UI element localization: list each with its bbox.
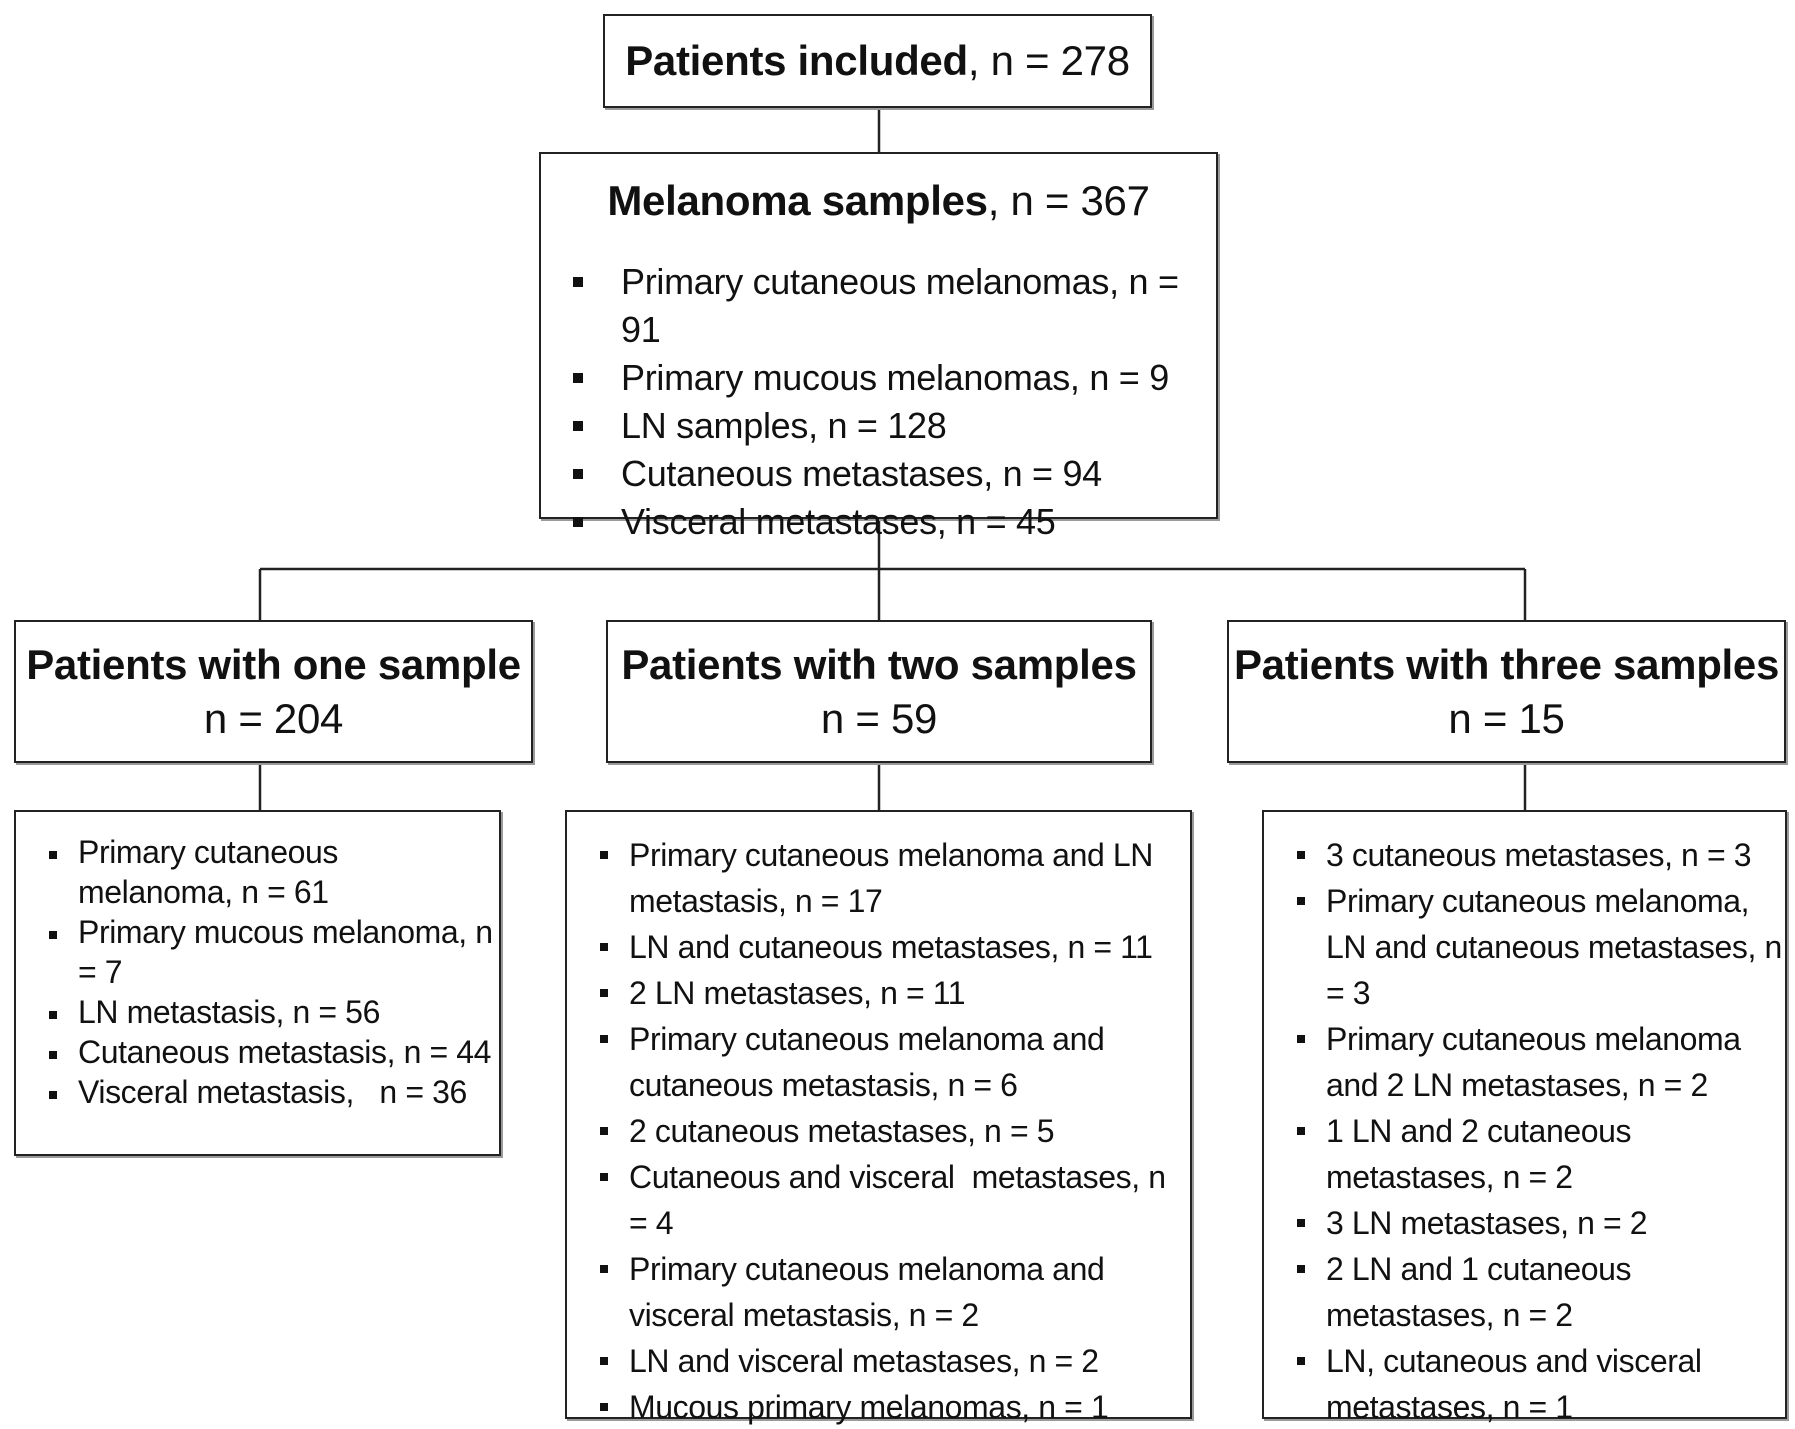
list-item: Primary cutaneous melanomas, n = 91: [569, 258, 1216, 354]
bullet-icon: [1297, 897, 1305, 905]
group-two-detail-list: Primary cutaneous melanoma and LN metast…: [595, 832, 1185, 1429]
group-one-detail-box: Primary cutaneous melanoma, n = 61 Prima…: [14, 810, 501, 1156]
group-three-title: Patients with three samples: [1233, 640, 1780, 688]
bullet-icon: [600, 1035, 608, 1043]
list-item: Visceral metastasis, n = 36: [44, 1072, 494, 1112]
bullet-icon: [49, 1011, 57, 1019]
group-one-title: Patients with one sample: [26, 640, 521, 688]
bullet-icon: [600, 1403, 608, 1411]
bullet-icon: [600, 851, 608, 859]
list-item: 2 cutaneous metastases, n = 5: [595, 1108, 1185, 1154]
melanoma-samples-header: Melanoma samples, n = 367: [541, 174, 1216, 228]
bullet-icon: [600, 989, 608, 997]
list-item: 3 LN metastases, n = 2: [1292, 1200, 1782, 1246]
bullet-icon: [49, 851, 57, 859]
melanoma-samples-count: , n = 367: [987, 177, 1150, 224]
list-item: Mucous primary melanomas, n = 1: [595, 1384, 1185, 1429]
list-item: Primary mucous melanoma, n = 7: [44, 912, 494, 992]
list-item: Primary mucous melanomas, n = 9: [569, 354, 1216, 402]
list-item: 1 LN and 2 cutaneous metastases, n = 2: [1292, 1108, 1782, 1200]
list-item: LN and visceral metastases, n = 2: [595, 1338, 1185, 1384]
patients-included-box: Patients included, n = 278: [603, 14, 1152, 108]
bullet-icon: [600, 1173, 608, 1181]
bullet-icon: [600, 1357, 608, 1365]
group-three-detail-list: 3 cutaneous metastases, n = 3 Primary cu…: [1292, 832, 1782, 1429]
bullet-icon: [573, 277, 583, 287]
group-one-sample-box: Patients with one sample n = 204: [14, 620, 533, 763]
list-item: Cutaneous metastases, n = 94: [569, 450, 1216, 498]
list-item: LN, cutaneous and visceral metastases, n…: [1292, 1338, 1782, 1429]
bullet-icon: [573, 469, 583, 479]
bullet-icon: [49, 1051, 57, 1059]
melanoma-samples-list: Primary cutaneous melanomas, n = 91 Prim…: [569, 258, 1216, 546]
bullet-icon: [1297, 1035, 1305, 1043]
group-two-detail-box: Primary cutaneous melanoma and LN metast…: [565, 810, 1192, 1425]
list-item: 2 LN metastases, n = 11: [595, 970, 1185, 1016]
group-three-detail-box: 3 cutaneous metastases, n = 3 Primary cu…: [1262, 810, 1787, 1425]
bullet-icon: [600, 943, 608, 951]
bullet-icon: [49, 1091, 57, 1099]
list-item: 2 LN and 1 cutaneous metastases, n = 2: [1292, 1246, 1782, 1338]
group-two-count: n = 59: [820, 694, 938, 742]
bullet-icon: [1297, 851, 1305, 859]
list-item: Primary cutaneous melanoma, n = 61: [44, 832, 494, 912]
bullet-icon: [573, 373, 583, 383]
patients-included-label: Patients included, n = 278: [625, 34, 1130, 88]
list-item: Primary cutaneous melanoma, LN and cutan…: [1292, 878, 1782, 1016]
list-item: Primary cutaneous melanoma and visceral …: [595, 1246, 1185, 1338]
bullet-icon: [1297, 1219, 1305, 1227]
list-item: LN samples, n = 128: [569, 402, 1216, 450]
group-three-samples-box: Patients with three samples n = 15: [1227, 620, 1786, 763]
bullet-icon: [49, 931, 57, 939]
bullet-icon: [600, 1265, 608, 1273]
list-item: Primary cutaneous melanoma and 2 LN meta…: [1292, 1016, 1782, 1108]
bullet-icon: [1297, 1265, 1305, 1273]
group-three-count: n = 15: [1448, 694, 1565, 742]
patients-included-title: Patients included: [625, 37, 968, 84]
list-item: Primary cutaneous melanoma and cutaneous…: [595, 1016, 1185, 1108]
bullet-icon: [1297, 1357, 1305, 1365]
bullet-icon: [1297, 1127, 1305, 1135]
bullet-icon: [573, 421, 583, 431]
group-one-count: n = 204: [203, 694, 344, 742]
group-two-title: Patients with two samples: [621, 640, 1137, 688]
group-one-detail-list: Primary cutaneous melanoma, n = 61 Prima…: [44, 832, 494, 1112]
bullet-icon: [600, 1127, 608, 1135]
list-item: Cutaneous metastasis, n = 44: [44, 1032, 494, 1072]
patients-included-count: , n = 278: [967, 37, 1130, 84]
list-item: LN metastasis, n = 56: [44, 992, 494, 1032]
melanoma-samples-title: Melanoma samples: [607, 177, 988, 224]
list-item: LN and cutaneous metastases, n = 11: [595, 924, 1185, 970]
list-item: Visceral metastases, n = 45: [569, 498, 1216, 546]
bullet-icon: [573, 517, 583, 527]
list-item: Cutaneous and visceral metastases, n = 4: [595, 1154, 1185, 1246]
list-item: Primary cutaneous melanoma and LN metast…: [595, 832, 1185, 924]
list-item: 3 cutaneous metastases, n = 3: [1292, 832, 1782, 878]
group-two-samples-box: Patients with two samples n = 59: [606, 620, 1152, 763]
melanoma-samples-box: Melanoma samples, n = 367 Primary cutane…: [539, 152, 1218, 542]
